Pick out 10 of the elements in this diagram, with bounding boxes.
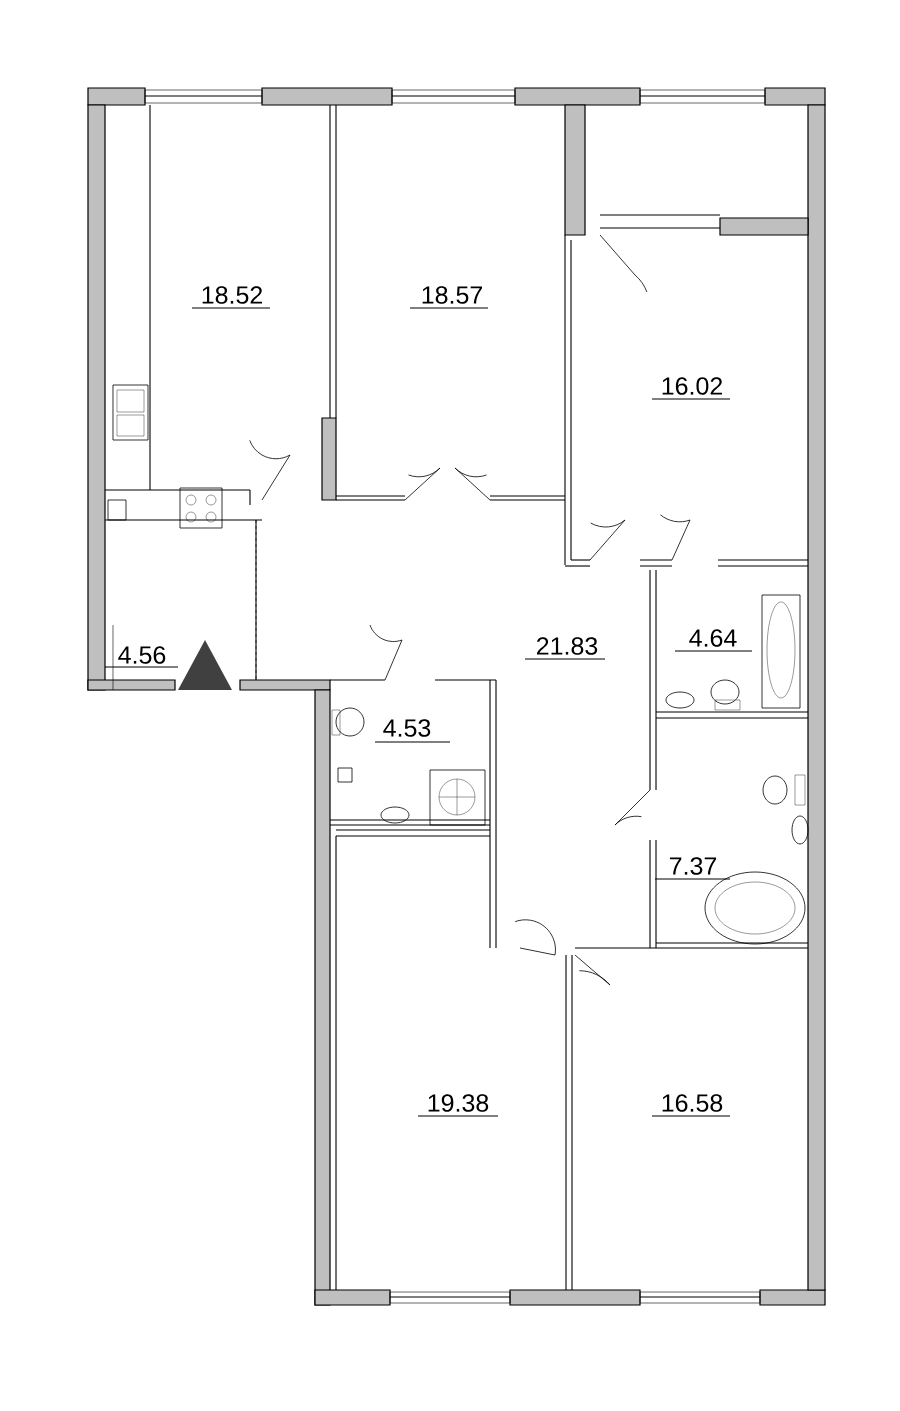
area-label: 16.58 <box>651 1094 731 1117</box>
area-label: 4.56 <box>104 646 179 668</box>
area-label: 4.64 <box>674 629 753 652</box>
area-label: 21.83 <box>524 637 606 660</box>
area-label: 7.37 <box>654 857 731 880</box>
area-label: 19.38 <box>417 1094 499 1117</box>
area-label: 18.52 <box>191 286 271 309</box>
area-label: 18.57 <box>409 286 489 309</box>
area-label: 16.02 <box>651 377 731 400</box>
area-label: 4.53 <box>374 719 451 743</box>
